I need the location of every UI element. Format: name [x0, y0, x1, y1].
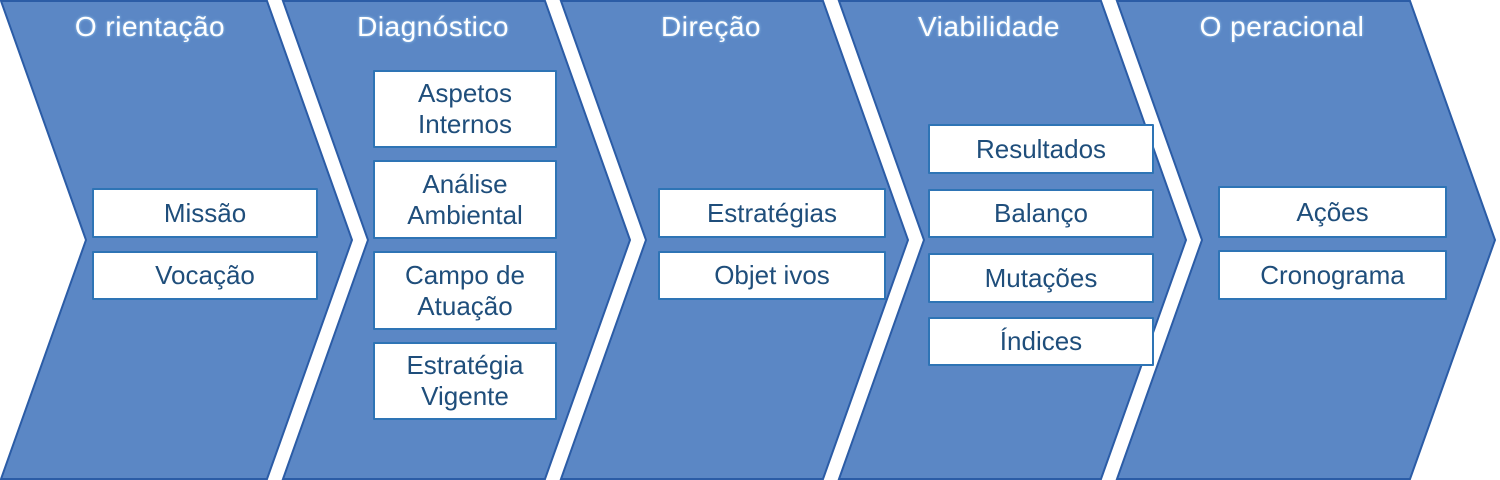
- chevron-shape-direcao: [559, 0, 910, 480]
- stage-box-estrategias: Estratégias: [658, 188, 886, 238]
- stage-box-aspetos-internos: Aspetos Internos: [373, 70, 557, 148]
- stage-box-acoes: Ações: [1218, 186, 1447, 238]
- stage-box-mutacoes: Mutações: [928, 253, 1154, 303]
- stage-box-balanco: Balanço: [928, 189, 1154, 238]
- stage-box-resultados: Resultados: [928, 124, 1154, 174]
- stage-box-vocacao: Vocação: [92, 251, 318, 300]
- stage-box-missao: Missão: [92, 188, 318, 238]
- chevron-shape-operacional: [1115, 0, 1497, 480]
- stage-box-estrategia-vigente: Estratégia Vigente: [373, 342, 557, 420]
- stage-box-cronograma: Cronograma: [1218, 250, 1447, 300]
- chevron-shape-orientacao: [0, 0, 354, 480]
- stage-box-campo-de-atuacao: Campo de Atuação: [373, 251, 557, 330]
- stage-box-indices: Índices: [928, 317, 1154, 366]
- stage-box-objetivos: Objet ivos: [658, 251, 886, 300]
- stage-box-analise-ambiental: Análise Ambiental: [373, 160, 557, 239]
